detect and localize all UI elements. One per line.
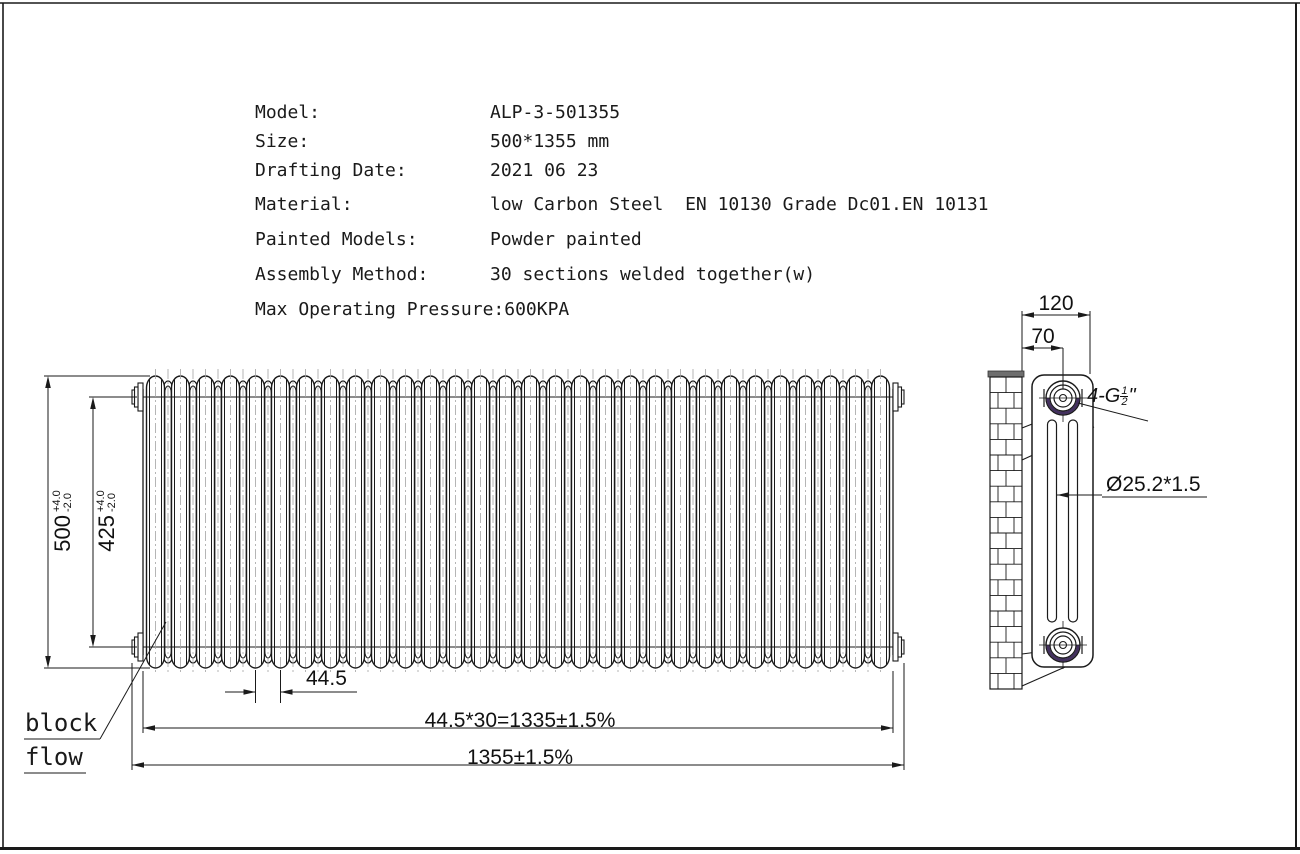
spec-row-drafting-date: Drafting Date: 2021 06 23 (255, 160, 598, 182)
front-view-dimensions (24, 375, 905, 774)
spec-row-max-pressure: Max Operating Pressure: 600KPA (255, 299, 569, 321)
block-callout: block (25, 709, 98, 737)
spec-value: ALP-3-501355 (490, 102, 621, 123)
height-dimension-500: 500 +4.0 -2.0 (45, 461, 81, 581)
depth-dimension: 120 (1038, 292, 1074, 315)
spec-row-material: Material: low Carbon Steel EN 10130 Grad… (255, 194, 989, 216)
column-tube-dimension: Ø25.2*1.5 (1106, 473, 1201, 496)
tolerance-stack: +4.0 -2.0 (51, 490, 74, 512)
spec-row-size: Size: 500*1355 mm (255, 131, 609, 153)
spec-label: Max Operating Pressure: (255, 299, 505, 320)
front-view-centerlines (155, 369, 881, 675)
overall-width-dimension: 1355±1.5% (466, 746, 574, 769)
spec-value: 600KPA (504, 299, 570, 320)
spec-label: Painted Models: (255, 229, 418, 250)
tol-minus: -2.0 (62, 493, 74, 512)
spec-value: Powder painted (490, 229, 642, 250)
spec-label: Size: (255, 131, 310, 152)
spec-label: Material: (255, 194, 353, 215)
sections-total-dimension: 44.5*30=1335±1.5% (424, 709, 616, 732)
flow-callout: flow (25, 743, 83, 771)
center-dimension-425: 425 +4.0 -2.0 (89, 461, 125, 581)
spec-value: 2021 06 23 (490, 160, 599, 181)
spec-row-painted-models: Painted Models: Powder painted (255, 229, 642, 251)
spec-row-model: Model: ALP-3-501355 (255, 102, 620, 124)
tapping-center-dimension: 70 (1031, 325, 1055, 348)
spec-label: Assembly Method: (255, 264, 429, 285)
spec-row-assembly-method: Assembly Method: 30 sections welded toge… (255, 264, 815, 286)
tol-minus: -2.0 (106, 493, 118, 512)
fraction-numerator: 1 (1120, 385, 1129, 397)
thread-suffix: " (1128, 385, 1136, 407)
side-view-bushing (1039, 627, 1087, 663)
side-view (987, 370, 1095, 690)
spec-value: 30 sections welded together(w) (490, 264, 816, 285)
thread-prefix: 4-G (1087, 385, 1121, 407)
spec-label: Drafting Date: (255, 160, 407, 181)
connection-thread-label: 4-G 1 2 " (1087, 385, 1136, 408)
fraction-denominator: 2 (1121, 396, 1128, 408)
front-view-radiator (129, 375, 904, 669)
spec-value: low Carbon Steel EN 10130 Grade Dc01.EN … (490, 194, 989, 215)
spec-value: 500*1355 mm (490, 131, 610, 152)
thread-fraction: 1 2 (1120, 385, 1129, 408)
section-pitch-dimension: 44.5 (306, 667, 347, 690)
dim-value: 500 (50, 515, 75, 552)
tolerance-stack: +4.0 -2.0 (95, 490, 118, 512)
spec-label: Model: (255, 102, 321, 123)
dim-value: 425 (94, 515, 119, 552)
side-view-dimensions (1021, 311, 1207, 498)
